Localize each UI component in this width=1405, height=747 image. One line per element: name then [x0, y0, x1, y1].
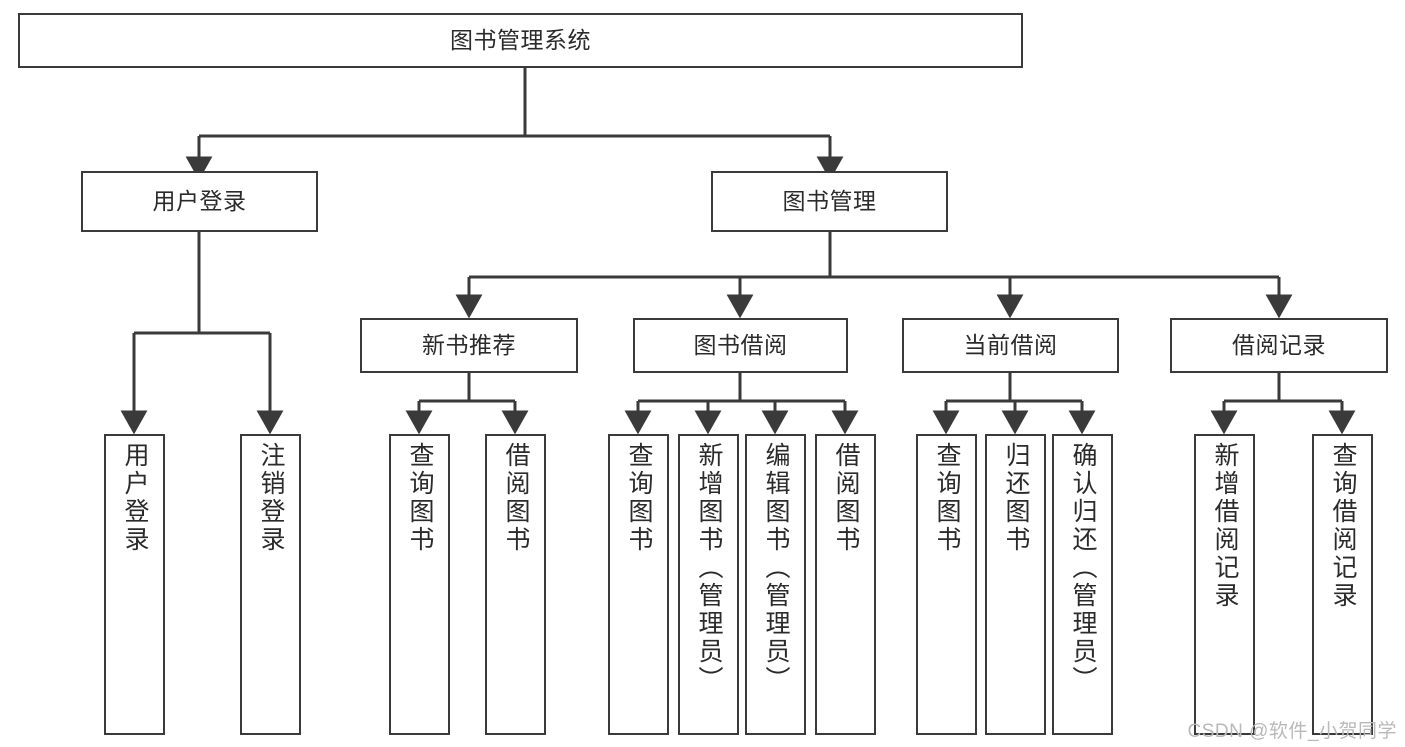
node-leaf-query-book-borrow[interactable]: 查询图书 — [608, 434, 669, 735]
node-label: 新增借阅记录 — [1211, 442, 1239, 610]
node-leaf-edit-book-admin[interactable]: 编辑图书（管理员） — [745, 434, 806, 735]
node-leaf-borrow-book[interactable]: 借阅图书 — [815, 434, 876, 735]
node-label: 查询图书 — [625, 442, 653, 554]
node-leaf-add-book-admin[interactable]: 新增图书（管理员） — [678, 434, 739, 735]
node-leaf-user-login[interactable]: 用户登录 — [104, 434, 165, 735]
csdn-watermark: CSDN @软件_小贺同学 — [1187, 721, 1397, 742]
node-user-login[interactable]: 用户登录 — [81, 171, 318, 232]
node-leaf-return-book[interactable]: 归还图书 — [985, 434, 1046, 735]
node-label: 用户登录 — [121, 442, 149, 554]
node-book-borrow[interactable]: 图书借阅 — [633, 318, 848, 373]
node-label: 确认归还（管理员） — [1069, 442, 1097, 694]
node-label: 图书管理系统 — [450, 26, 591, 53]
node-leaf-query-book-current[interactable]: 查询图书 — [916, 434, 977, 735]
node-leaf-confirm-return-admin[interactable]: 确认归还（管理员） — [1052, 434, 1113, 735]
node-label: 查询图书 — [933, 442, 961, 554]
node-label: 归还图书 — [1002, 442, 1030, 554]
node-label: 图书借阅 — [693, 331, 788, 358]
node-leaf-logout[interactable]: 注销登录 — [240, 434, 301, 735]
node-label: 新书推荐 — [422, 331, 516, 358]
node-label: 借阅图书 — [832, 442, 860, 554]
node-label: 用户登录 — [152, 187, 247, 214]
node-new-book-recommend[interactable]: 新书推荐 — [360, 318, 578, 373]
node-leaf-query-borrow-record[interactable]: 查询借阅记录 — [1312, 434, 1373, 735]
node-leaf-add-borrow-record[interactable]: 新增借阅记录 — [1194, 434, 1255, 735]
node-current-borrow[interactable]: 当前借阅 — [902, 318, 1119, 373]
node-label: 查询图书 — [406, 442, 434, 554]
node-label: 编辑图书（管理员） — [762, 442, 790, 694]
node-leaf-query-book-recommend[interactable]: 查询图书 — [389, 434, 450, 735]
node-borrow-record[interactable]: 借阅记录 — [1170, 318, 1388, 373]
node-book-management[interactable]: 图书管理 — [711, 171, 948, 232]
node-label: 图书管理 — [782, 187, 877, 214]
node-leaf-borrow-book-recommend[interactable]: 借阅图书 — [485, 434, 546, 735]
node-label: 借阅图书 — [502, 442, 530, 554]
node-label: 借阅记录 — [1232, 331, 1326, 358]
node-root-book-management-system[interactable]: 图书管理系统 — [18, 13, 1023, 68]
node-label: 新增图书（管理员） — [695, 442, 723, 694]
node-label: 当前借阅 — [963, 331, 1058, 358]
node-label: 注销登录 — [257, 442, 285, 554]
node-label: 查询借阅记录 — [1329, 442, 1357, 610]
